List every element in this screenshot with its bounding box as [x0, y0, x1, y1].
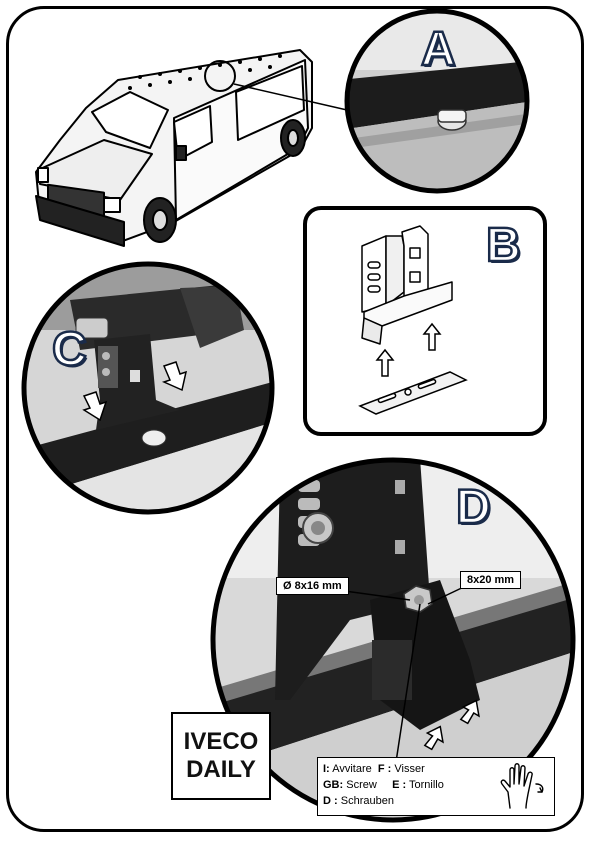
legend-word: Screw: [346, 779, 377, 791]
legend-code: E :: [392, 779, 407, 791]
screw-legend: I: Avvitare F : Visser GB: Screw E : Tor…: [317, 757, 555, 816]
legend-code: F :: [377, 763, 392, 775]
panel-letter-b: B: [485, 218, 522, 274]
legend-word: Avvitare: [332, 763, 372, 775]
washer-size-callout: Ø 8x16 mm: [276, 577, 349, 595]
legend-code: D :: [323, 795, 338, 807]
vehicle-model: DAILY: [186, 756, 256, 783]
panel-letter-a: A: [420, 22, 457, 78]
vehicle-make: IVECO: [183, 728, 259, 755]
legend-row: D : Schrauben: [323, 793, 549, 809]
panel-c-closeup: [21, 261, 275, 515]
panel-d-closeup: [210, 457, 576, 823]
legend-word: Schrauben: [340, 795, 394, 807]
legend-code: GB:: [323, 779, 344, 791]
hand-icon: [500, 763, 544, 809]
zoom-leader-line: [233, 83, 348, 111]
van-illustration: [35, 49, 313, 247]
legend-code: I:: [323, 763, 330, 775]
legend-row: I: Avvitare F : Visser: [323, 761, 549, 777]
legend-row: GB: Screw E : Tornillo: [323, 777, 549, 793]
bolt-size-callout: 8x20 mm: [460, 571, 522, 589]
panel-a-closeup: [344, 8, 530, 194]
panel-letter-c: C: [51, 322, 88, 378]
legend-word: Tornillo: [409, 779, 444, 791]
panel-b-diagram: [303, 206, 547, 436]
legend-word: Visser: [394, 763, 425, 775]
panel-letter-d: D: [455, 480, 492, 536]
vehicle-model-box: IVECO DAILY: [171, 712, 271, 800]
